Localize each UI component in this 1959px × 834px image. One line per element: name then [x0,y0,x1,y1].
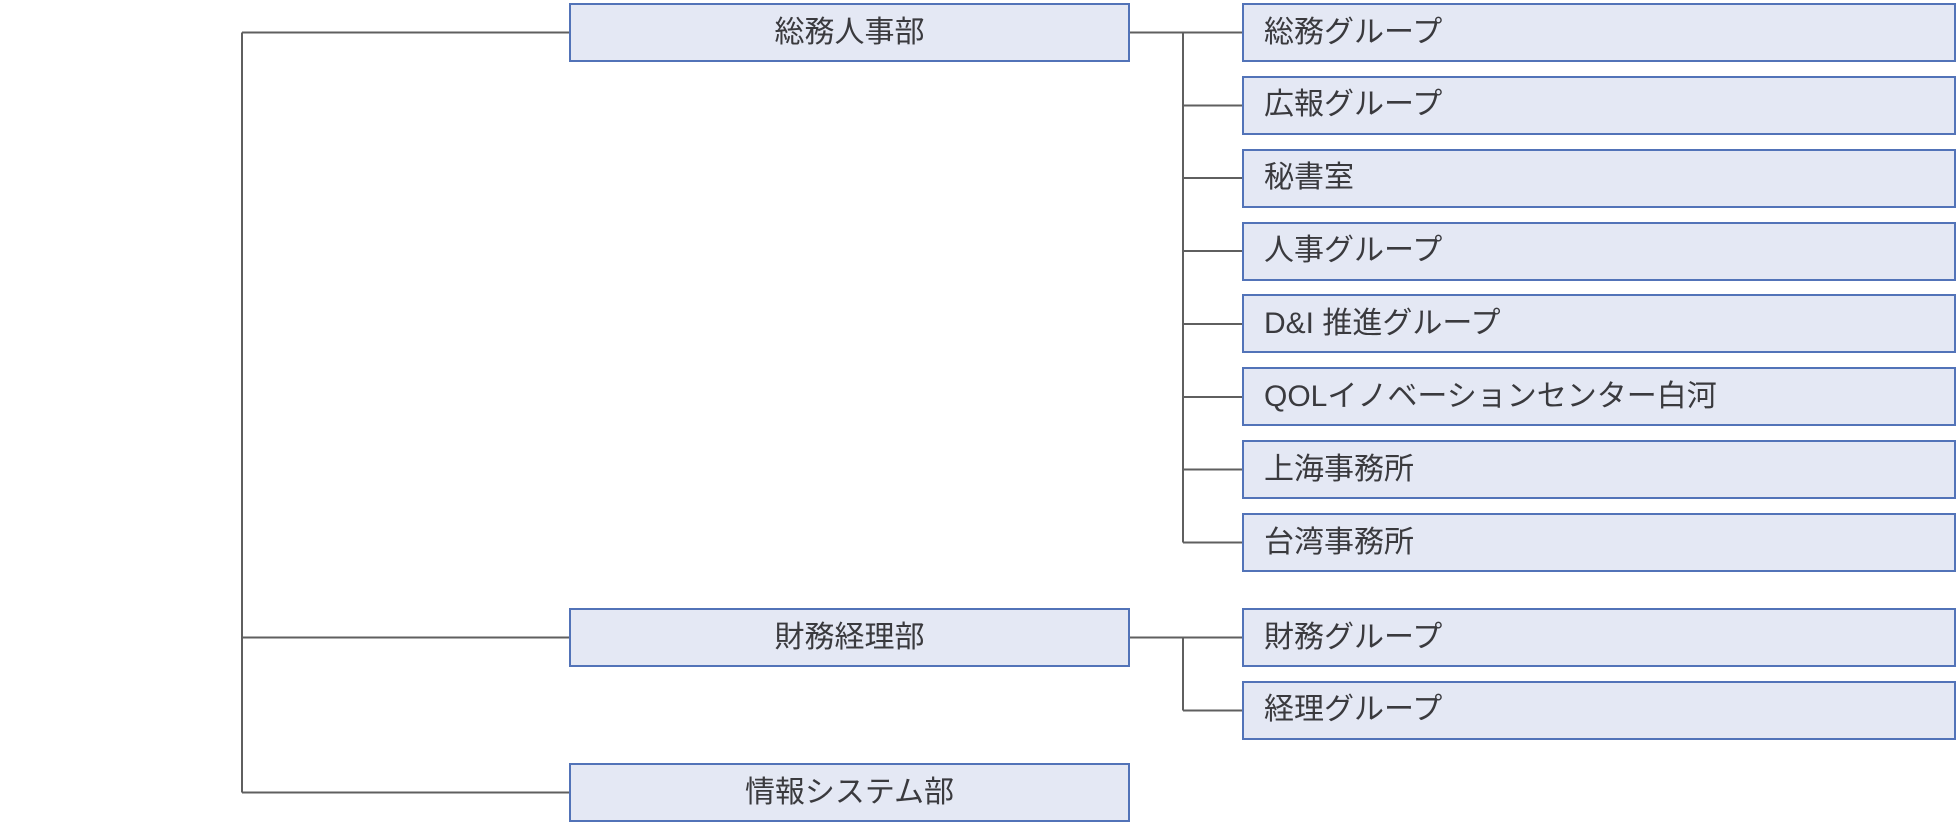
group-node: 上海事務所 [1242,440,1956,500]
group-node: 台湾事務所 [1242,513,1956,573]
group-node: QOLイノベーションセンター白河 [1242,367,1956,427]
group-node: 秘書室 [1242,148,1956,208]
dept-node: 総務人事部 [569,3,1130,62]
group-node: 経理グループ [1242,680,1956,740]
dept-node: 情報システム部 [569,763,1130,822]
group-node: 総務グループ [1242,3,1956,62]
group-node: 人事グループ [1242,221,1956,281]
group-node: D&I 推進グループ [1242,294,1956,354]
group-node: 財務グループ [1242,608,1956,667]
group-node: 広報グループ [1242,75,1956,135]
dept-node: 財務経理部 [569,608,1130,667]
